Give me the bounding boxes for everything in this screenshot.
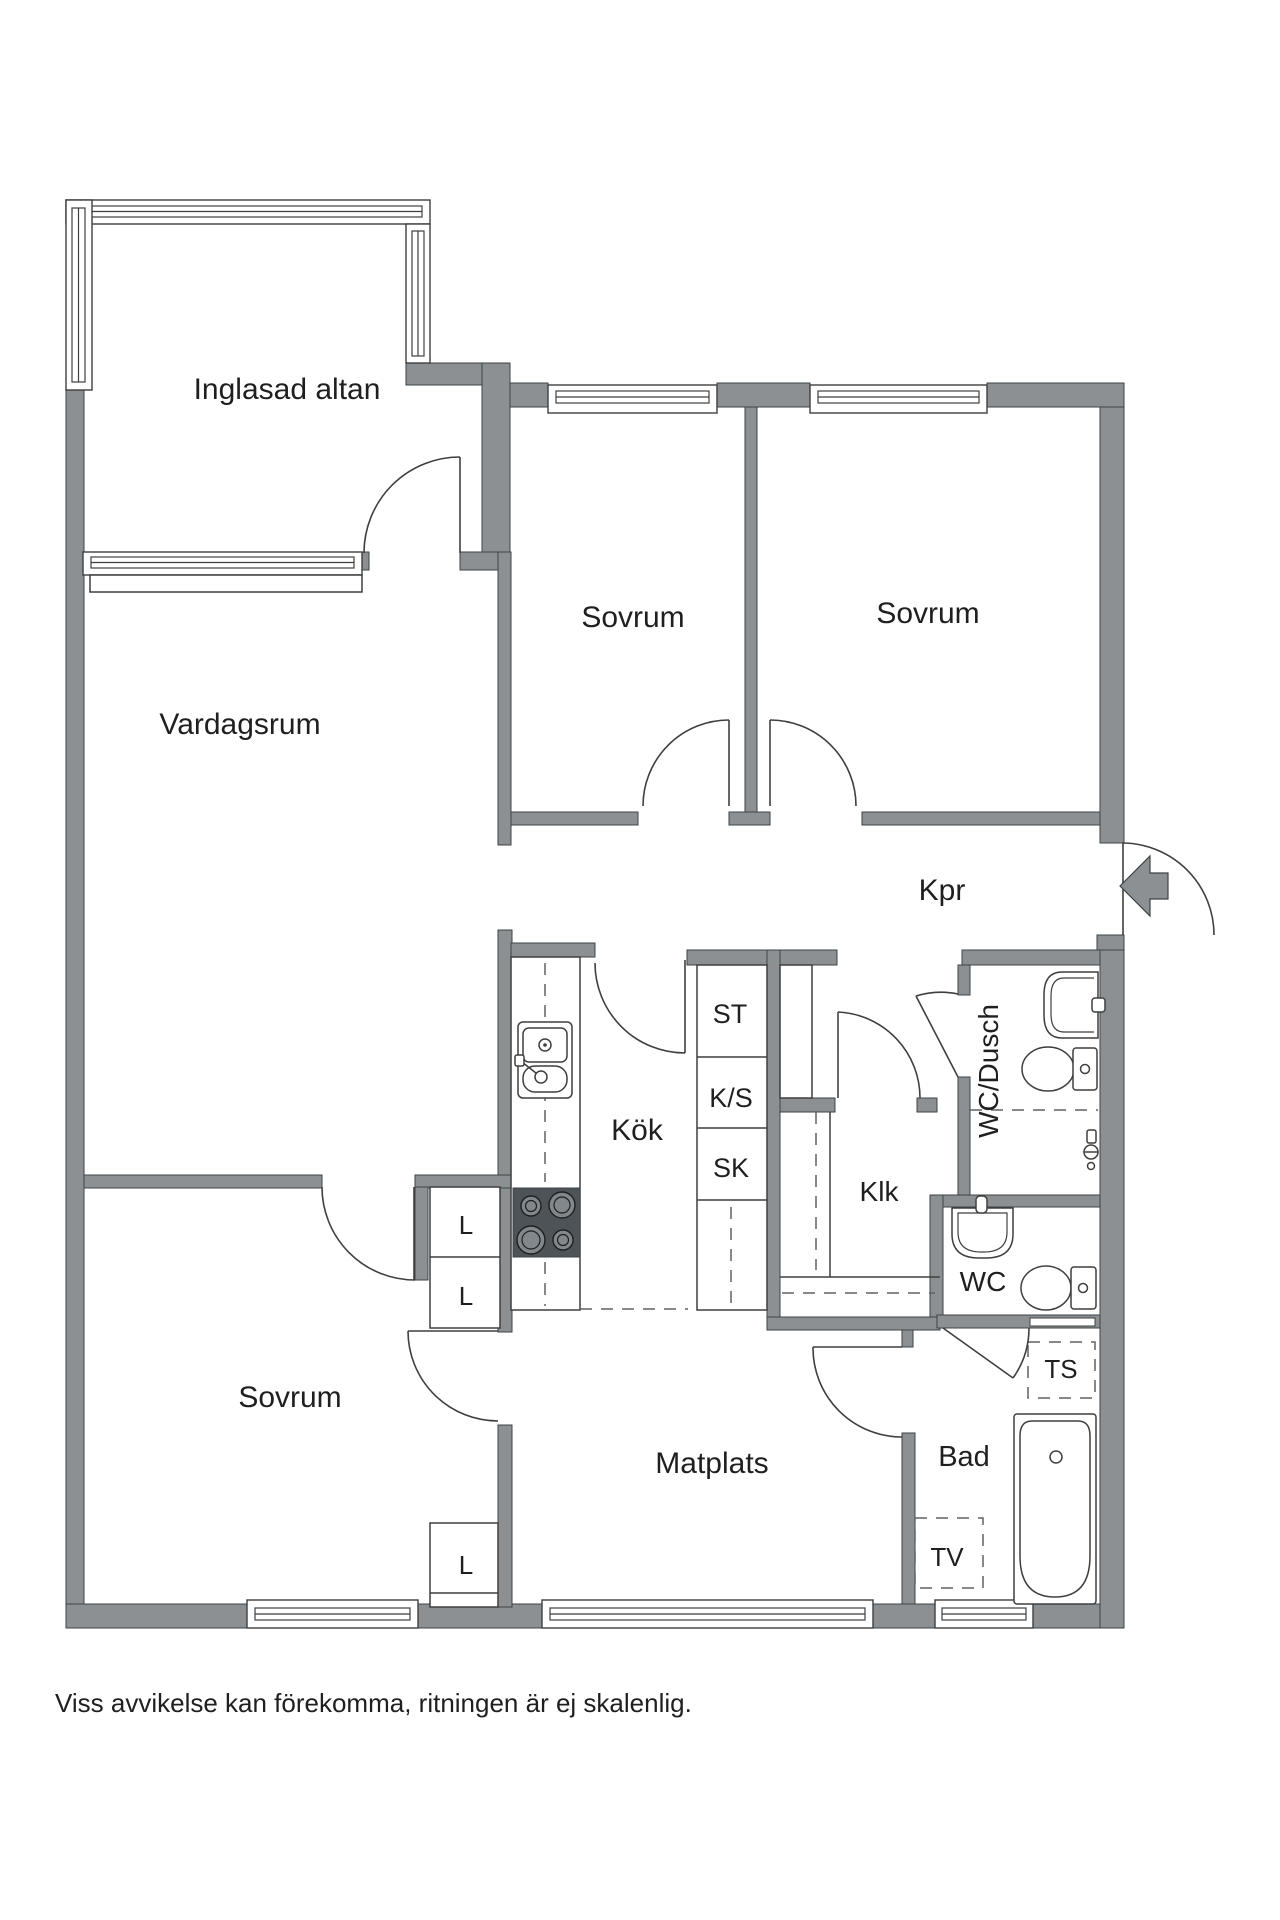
ts-cabinet-box [1027, 1341, 1096, 1399]
wall-left-outer [65, 389, 85, 1629]
hall-closet-column [696, 964, 768, 1311]
door-kitchen [594, 960, 686, 1054]
wall-kitchen-top [510, 942, 596, 958]
wall-top-2 [716, 382, 811, 408]
disclaimer-text: Viss avvikelse kan förekomma, ritningen … [55, 1688, 692, 1718]
wall-wc-west [929, 1194, 944, 1318]
wall-wcd-west-1 [957, 964, 971, 996]
wall-hall-b [414, 1174, 513, 1189]
door-bad [812, 1346, 903, 1438]
window-altan-bottom [82, 551, 363, 593]
tv-appliance-box [914, 1517, 984, 1589]
label-vardagsrum: Vardagsrum [159, 708, 320, 741]
l-closet-stack [429, 1186, 501, 1329]
shower-mixer-icon [1083, 1129, 1099, 1171]
doors [321, 456, 1215, 1438]
label-matplats: Matplats [655, 1447, 768, 1480]
wall-right-upper [1099, 382, 1125, 844]
door-bedroom1 [642, 719, 730, 807]
wall-door-jamb-stub [414, 1186, 429, 1281]
wall-closets-top [686, 949, 838, 966]
klk-wardrobes [780, 1112, 940, 1294]
door-bedroom3-matplats [407, 1330, 499, 1422]
wall-top-3 [986, 382, 1125, 408]
wall-klk-top-1 [779, 1097, 836, 1113]
wall-bed-bottom-1 [510, 811, 639, 826]
door-bedroom3-hall [321, 1186, 416, 1281]
wall-bottom-3 [872, 1603, 936, 1629]
window-bedroom1 [547, 384, 718, 414]
label-kok: Kök [611, 1114, 664, 1147]
kitchen-sink-icon [514, 1021, 573, 1099]
walls [65, 362, 1125, 1629]
l-closet-single [429, 1522, 499, 1608]
label-sovrum-bottom: Sovrum [238, 1381, 341, 1414]
wc-toilet-icon [1020, 1265, 1097, 1311]
window-bedroom2 [809, 384, 988, 414]
wall-bad-west-stub [901, 1329, 914, 1348]
wall-klk-west-thick [766, 949, 781, 1331]
wc-sink-icon [951, 1195, 1014, 1259]
door-wc-dusch [915, 991, 959, 1078]
wall-right-lower [1099, 934, 1125, 1629]
fixtures [512, 854, 1169, 1605]
wall-hall-a [83, 1174, 323, 1189]
label-kpr: Kpr [919, 874, 966, 907]
label-inglasad-altan: Inglasad altan [194, 373, 381, 406]
wall-wc-bottom-inset [1029, 1317, 1096, 1327]
label-sovrum-top-right: Sovrum [876, 597, 979, 630]
label-l-closet-2: L [459, 1281, 473, 1311]
door-klk [837, 1011, 921, 1099]
wall-entry-stub [1096, 934, 1125, 951]
wall-bedroom1-west [497, 551, 512, 846]
label-l-closet-1: L [459, 1210, 473, 1240]
bathtub-icon [1013, 1413, 1097, 1605]
window-altan-top [65, 199, 431, 225]
label-ks: K/S [709, 1083, 753, 1113]
label-l-closet-3: L [459, 1550, 473, 1580]
wc-dusch-sink-icon [1043, 971, 1106, 1039]
wall-wcd-bottom [929, 1194, 1101, 1208]
windows [65, 199, 1034, 1629]
window-matplats [541, 1599, 874, 1629]
stove-icon [512, 1187, 581, 1258]
wall-matplats-west [497, 1424, 513, 1608]
door-bedroom2 [769, 719, 857, 807]
wall-altan-east [481, 362, 511, 553]
wall-klk-top-2 [916, 1097, 938, 1113]
label-wc-dusch: WC/Dusch [973, 1004, 1004, 1138]
window-altan-left [65, 199, 93, 391]
label-bad: Bad [938, 1441, 990, 1473]
label-st: ST [713, 999, 748, 1029]
door-altan [363, 456, 461, 554]
window-altan-east [405, 223, 431, 364]
label-tv: TV [930, 1542, 964, 1572]
entry-arrow-icon [1119, 854, 1169, 918]
wall-bed-partition [744, 406, 758, 813]
wall-bed-bottom-3 [861, 811, 1101, 826]
wall-bed-bottom-2 [728, 811, 771, 826]
label-klk: Klk [860, 1176, 900, 1207]
wall-bad-west [901, 1432, 916, 1605]
hall-niche [779, 964, 813, 1099]
wall-bottom-1 [65, 1603, 248, 1629]
window-bedroom3 [246, 1599, 419, 1629]
label-sovrum-top-left: Sovrum [581, 601, 684, 634]
label-sk: SK [713, 1153, 749, 1183]
wall-wcd-top [961, 949, 1101, 966]
wc-dusch-toilet-icon [1021, 1046, 1098, 1092]
label-ts: TS [1044, 1354, 1077, 1384]
wall-wcd-west-2 [957, 1076, 971, 1196]
label-wc: WC [960, 1266, 1007, 1297]
door-wc [942, 1327, 1030, 1379]
wall-klk-bottom [766, 1316, 941, 1331]
